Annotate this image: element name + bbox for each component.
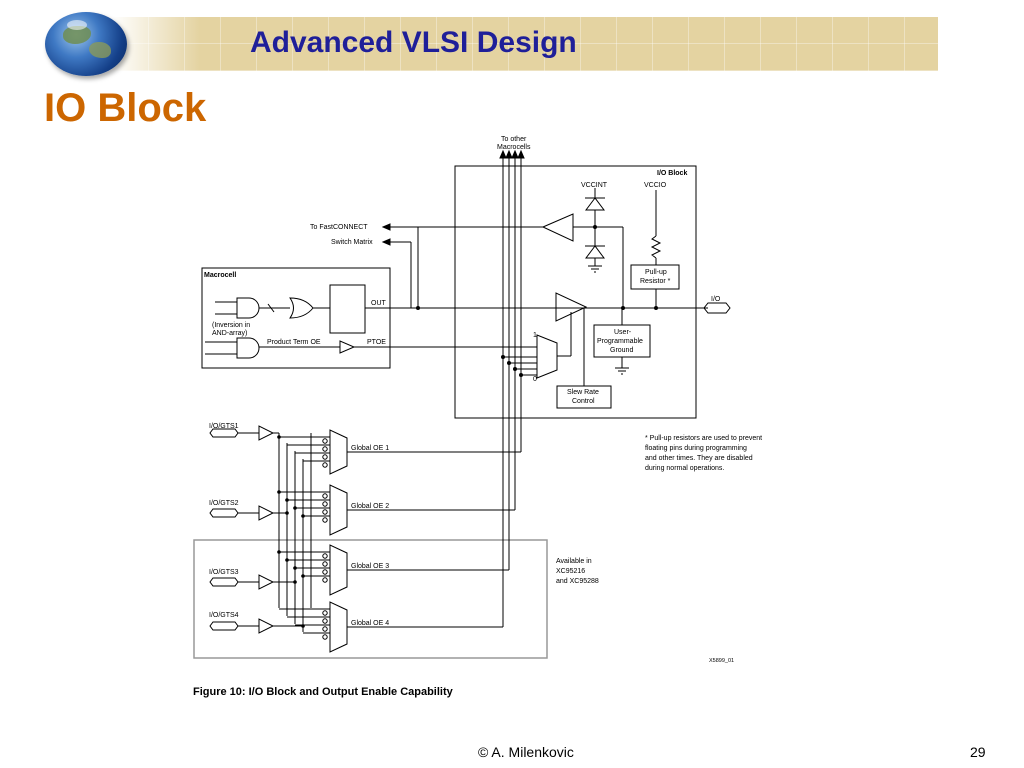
available-label-2: XC95216 (556, 568, 585, 575)
goe1-label: Global OE 1 (351, 445, 389, 452)
oe-mux (536, 334, 558, 379)
input-buffer (541, 213, 574, 242)
available-label-3: and XC95288 (556, 578, 599, 585)
available-label-1: Available in (556, 558, 592, 565)
note-line-4: during normal operations. (645, 465, 724, 472)
upg-label-2: Programmable (597, 338, 643, 345)
pullup-label-1: Pull-up (645, 269, 667, 276)
goe3-label: Global OE 3 (351, 563, 389, 570)
macrocell-box (201, 267, 391, 369)
gts3-label: I/O/GTS3 (209, 569, 239, 576)
upg-label-1: User- (614, 329, 632, 336)
pullup-label-2: Resistor * (640, 278, 671, 285)
to-fastconnect-label: To FastCONNECT (310, 224, 368, 231)
course-title: Advanced VLSI Design (250, 26, 577, 59)
figure-id-label: X5899_01 (709, 658, 734, 664)
page-number: 29 (970, 744, 986, 760)
gts1-label: I/O/GTS1 (209, 423, 239, 430)
slide-title: IO Block (44, 86, 207, 130)
vccio-label: VCCIO (644, 182, 667, 189)
gts4-label: I/O/GTS4 (209, 612, 239, 619)
macrocell-label: Macrocell (204, 272, 236, 279)
goe2-label: Global OE 2 (351, 503, 389, 510)
goe4-label: Global OE 4 (351, 620, 389, 627)
out-label: OUT (371, 300, 387, 307)
io-block-label: I/O Block (657, 170, 687, 177)
switch-matrix-label: Switch Matrix (331, 239, 373, 246)
slew-label-2: Control (572, 398, 595, 405)
vccint-label: VCCINT (581, 182, 608, 189)
io-block-box (454, 165, 697, 419)
register-box (329, 284, 366, 334)
figure-caption: Figure 10: I/O Block and Output Enable C… (193, 686, 453, 698)
pullup-resistor-box (630, 264, 680, 290)
gts2-label: I/O/GTS2 (209, 500, 239, 507)
io-block-diagram: To other Macrocells I/O Block VCCINT VCC… (193, 136, 762, 664)
io-pad (703, 302, 731, 314)
mux-one-label: 1 (533, 332, 537, 339)
inversion-label-1: (Inversion in (212, 322, 250, 329)
note-line-2: floating pins during programming (645, 445, 747, 452)
globe-logo (45, 12, 127, 76)
available-region-box (193, 539, 548, 659)
footer-author: © A. Milenkovic (478, 744, 574, 760)
to-other-label-2: Macrocells (497, 144, 531, 151)
io-label: I/O (711, 296, 721, 303)
note-line-3: and other times. They are disabled (645, 455, 753, 462)
upg-label-3: Ground (610, 347, 633, 354)
product-term-oe-label: Product Term OE (267, 339, 321, 346)
to-other-label-1: To other (501, 136, 527, 143)
inversion-label-2: AND-array) (212, 330, 247, 337)
mux-zero-label: 0 (533, 376, 537, 383)
global-oe-section (209, 357, 522, 653)
slew-label-1: Slew Rate (567, 389, 599, 396)
ptoe-label: PTOE (367, 339, 386, 346)
note-line-1: * Pull-up resistors are used to prevent (645, 435, 762, 442)
